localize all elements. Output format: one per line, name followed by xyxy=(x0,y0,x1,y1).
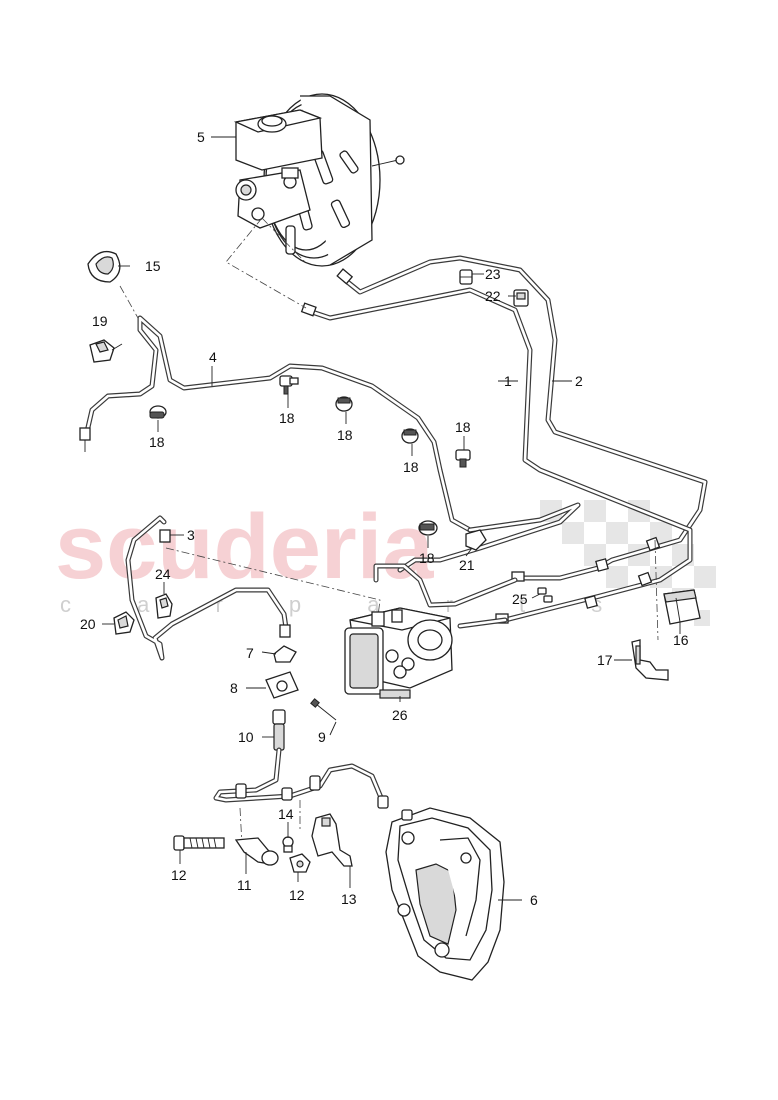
callout-14: 14 xyxy=(278,806,294,822)
brake-caliper-6 xyxy=(385,807,505,981)
callout-22: 22 xyxy=(485,288,501,304)
callout-16: 16 xyxy=(673,632,689,648)
brake-line-1 xyxy=(309,287,693,623)
brake-line-3 xyxy=(125,515,291,661)
callout-7: 7 xyxy=(246,645,254,661)
callout-18-a: 18 xyxy=(149,434,165,450)
callout-12-a: 12 xyxy=(171,867,187,883)
callout-3: 3 xyxy=(187,527,195,543)
brake-hose-10 xyxy=(213,709,389,809)
holder-22 xyxy=(513,289,529,307)
callout-18-c: 18 xyxy=(337,427,353,443)
clips-18 xyxy=(149,375,471,536)
holder-23 xyxy=(459,269,473,285)
callout-4: 4 xyxy=(209,349,217,365)
callout-13: 13 xyxy=(341,891,357,907)
cap-16 xyxy=(663,589,701,625)
callout-5: 5 xyxy=(197,129,205,145)
callout-10: 10 xyxy=(238,729,254,745)
callout-1: 1 xyxy=(504,373,512,389)
callout-24: 24 xyxy=(155,566,171,582)
callout-15: 15 xyxy=(145,258,161,274)
callout-26: 26 xyxy=(392,707,408,723)
watermark-brand: scuderia xyxy=(55,496,434,598)
abs-outlet-lines xyxy=(373,563,518,629)
callout-21: 21 xyxy=(459,557,475,573)
bolt-12-long xyxy=(173,835,225,851)
bracket-13 xyxy=(311,813,353,867)
callout-18-d: 18 xyxy=(403,459,419,475)
holder-21 xyxy=(465,529,487,551)
holder-19 xyxy=(89,339,115,363)
bracket-8 xyxy=(265,671,299,699)
holder-24 xyxy=(155,593,173,619)
brake-line-4 xyxy=(79,315,581,573)
clip-18-e xyxy=(455,449,471,468)
callout-8: 8 xyxy=(230,680,238,696)
bolt-14 xyxy=(282,836,294,853)
clip-18-f xyxy=(418,520,438,536)
callout-6: 6 xyxy=(530,892,538,908)
clip-18-c xyxy=(335,396,353,412)
callout-18-e: 18 xyxy=(455,419,471,435)
callout-18-b: 18 xyxy=(279,410,295,426)
brake-booster-master-cylinder xyxy=(233,93,405,267)
abs-hydraulic-unit xyxy=(344,607,453,699)
holder-20 xyxy=(113,611,135,635)
callout-12-b: 12 xyxy=(289,887,305,903)
bracket-11 xyxy=(234,837,279,866)
callout-19: 19 xyxy=(92,313,108,329)
watermark-sub: c a r p a r t s xyxy=(60,592,632,617)
nut-12 xyxy=(289,853,311,873)
clip-25 xyxy=(537,587,553,603)
clip-18-b xyxy=(279,375,299,395)
bracket-17 xyxy=(631,639,669,681)
callout-2: 2 xyxy=(575,373,583,389)
callout-11: 11 xyxy=(237,877,252,893)
callout-23: 23 xyxy=(485,266,501,282)
callout-9: 9 xyxy=(318,729,326,745)
grommet-15 xyxy=(87,250,121,283)
callout-25: 25 xyxy=(512,591,528,607)
spring-clip-7 xyxy=(273,645,297,663)
clip-18-a xyxy=(149,405,167,419)
callout-17: 17 xyxy=(597,652,613,668)
callout-20: 20 xyxy=(80,616,96,632)
callout-18-f: 18 xyxy=(419,550,435,566)
sensor-wire-9 xyxy=(310,698,337,721)
leader-lines xyxy=(102,136,681,901)
clip-18-d xyxy=(401,428,419,444)
callout-labels: 5 15 19 4 23 22 1 2 18 18 18 18 18 18 21… xyxy=(80,129,689,908)
